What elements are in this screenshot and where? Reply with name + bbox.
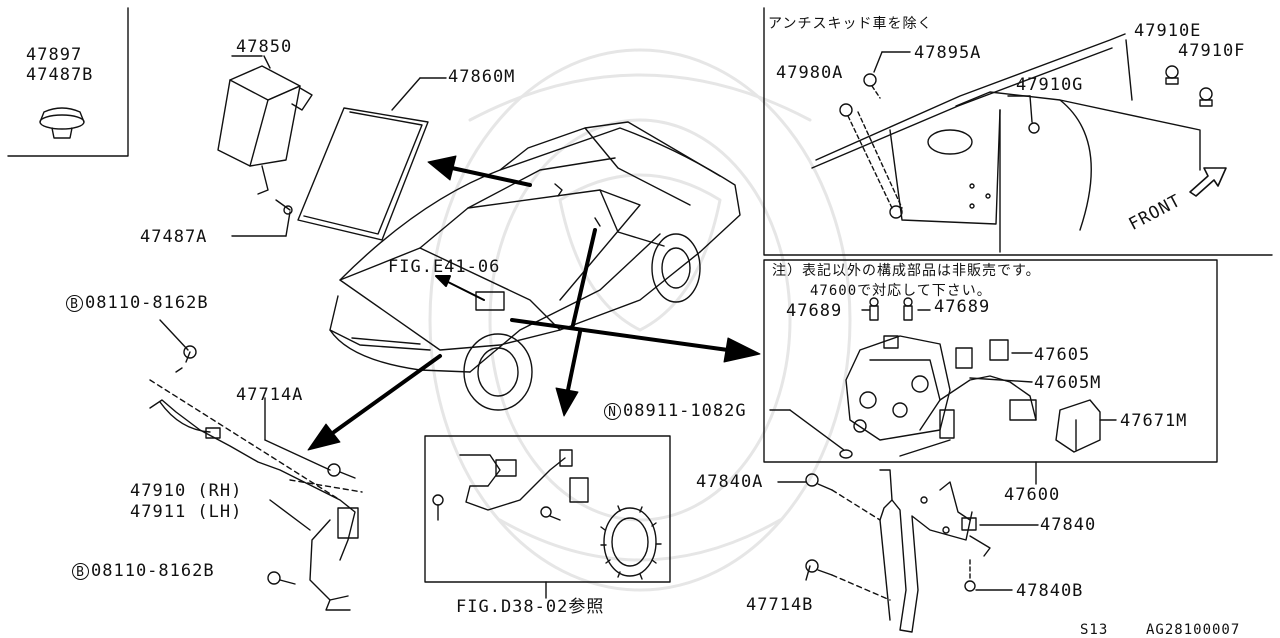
label-47840: 47840 [1040,515,1097,535]
note-line-2: 47600で対応して下さい。 [810,283,992,299]
sensor-detail-icon [432,449,662,580]
watermark-crest [428,48,852,592]
label-fig-d38-02: FIG.D38-02参照 [456,597,605,617]
circle-mark-b: B [66,294,83,312]
engine-bay-detail-icon [811,33,1213,253]
label-47895a: 47895A [914,43,982,63]
label-47897: 47897 [26,45,83,65]
label-47910g: 47910G [1016,75,1084,95]
label-47487b: 47487B [26,65,94,85]
label-47605m: 47605M [1034,373,1102,393]
footer-code: AG28100007 [1146,622,1241,638]
label-47850: 47850 [236,37,293,57]
hydraulic-unit-icon [845,297,1101,457]
label-47910f: 47910F [1178,41,1246,61]
label-47714a: 47714A [236,385,304,405]
bracket-icon [879,469,991,633]
label-47840b: 47840B [1016,581,1084,601]
label-fig-e41-06: FIG.E41-06 [388,257,501,277]
label-47980a: 47980A [776,63,844,83]
note-top-right: アンチスキッド車を除く [768,16,933,32]
label-47689-right: 47689 [934,297,991,317]
label-47840a: 47840A [696,472,764,492]
wheel-sensor-harness-icon [149,345,363,611]
circle-mark-n: N [604,402,621,420]
fig-e41-arrow [435,275,485,301]
cover-panel-icon [297,77,447,241]
label-47600: 47600 [1004,485,1061,505]
clip-icon [39,107,85,139]
footer-model: S13 [1080,622,1109,638]
label-47714b: 47714B [746,595,814,615]
note-line-1: 注）表記以外の構成部品は非販売です。 [772,263,1041,279]
car-body-illustration [329,121,741,411]
bracket-bolts [805,449,976,601]
circle-mark-b: B [72,562,89,580]
label-47860m: 47860M [448,67,516,87]
label-47689-left: 47689 [786,301,843,321]
label-47910e: 47910E [1134,21,1202,41]
label-47487a: 47487A [140,227,208,247]
bolt-top-number: 08110-8162B [85,293,209,313]
direction-arrows [307,155,761,451]
front-arrow-icon [1189,167,1227,197]
bolt-bottom-number: 08110-8162B [91,561,215,581]
label-47910-rh: 47910 (RH) [130,481,243,501]
label-47911-lh: 47911 (LH) [130,502,243,522]
control-module-icon [217,55,313,215]
nut-number: 08911-1082G [623,401,747,421]
label-47671m: 47671M [1120,411,1188,431]
label-47605: 47605 [1034,345,1091,365]
panel-borders [7,7,1273,583]
